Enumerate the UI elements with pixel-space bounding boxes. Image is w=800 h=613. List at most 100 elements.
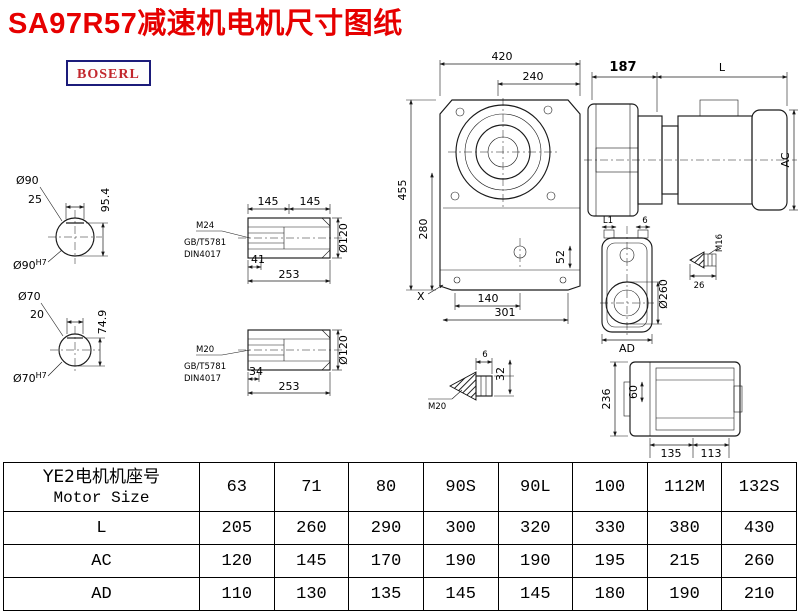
dim-253-upper: 253 — [279, 268, 300, 281]
dim-ad: AD — [619, 342, 635, 355]
dim-280: 280 — [417, 219, 430, 240]
plug-detail-view: 6 32 M20 — [428, 350, 514, 412]
frame-size-col: 90S — [422, 462, 499, 512]
dim-455: 455 — [396, 180, 409, 201]
motor-size-label-cn: YE2电机机座号 — [43, 467, 160, 487]
frame-size-col: 63 — [199, 462, 275, 512]
motor-top-view: 236 60 135 113 — [600, 361, 743, 460]
dim-cell: 190 — [497, 544, 574, 578]
dim-cell: 330 — [572, 511, 648, 545]
dim-cell: 145 — [273, 544, 350, 578]
dim-cell: 190 — [422, 544, 499, 578]
hollow-shaft-lower: Ø120 M20 GB/T5781 DIN4017 34 253 — [184, 329, 350, 396]
frame-size-col: 132S — [721, 462, 797, 512]
bore-90h7-label: Ø90H7 — [13, 258, 47, 272]
dim-cell: 300 — [422, 511, 499, 545]
dim-145-b: 145 — [300, 195, 321, 208]
dim-cell: 430 — [721, 511, 797, 545]
frame-size-col: 90L — [497, 462, 574, 512]
dim-cell: 110 — [199, 577, 275, 611]
dim-6-side: 6 — [642, 216, 647, 226]
dim-41: 41 — [251, 253, 265, 266]
dim-cell: 135 — [348, 577, 424, 611]
frame-size-col: 80 — [348, 462, 424, 512]
dim-135: 135 — [661, 447, 682, 460]
dim-32: 32 — [494, 367, 507, 381]
standard-din4017-lower: DIN4017 — [184, 374, 221, 384]
dim-60: 60 — [627, 385, 640, 399]
frame-size-col: 112M — [646, 462, 723, 512]
dim-95-4: 95.4 — [99, 188, 112, 213]
technical-drawing: 25 Ø90 95.4 Ø90H7 20 Ø70 74.9 — [13, 50, 798, 460]
dim-cell: 320 — [497, 511, 574, 545]
standard-gb5781-lower: GB/T5781 — [184, 362, 226, 372]
dim-cell: 130 — [273, 577, 350, 611]
thread-m16-label: M16 — [715, 234, 725, 252]
dim-145-a: 145 — [258, 195, 279, 208]
frame-size-col: 100 — [572, 462, 648, 512]
dim-cell: 260 — [721, 544, 797, 578]
dim-cell: 195 — [572, 544, 648, 578]
dim-6-plug: 6 — [482, 350, 487, 360]
dim-cell: 215 — [646, 544, 723, 578]
output-side-view: L1 6 Ø260 M16 26 AD — [600, 216, 725, 355]
dim-cell: 380 — [646, 511, 723, 545]
dia-70-label: Ø70 — [18, 290, 41, 303]
dim-ac: AC — [779, 152, 792, 167]
table-row-L: L 205 260 290 300 320 330 380 430 — [3, 511, 797, 545]
dim-253-lower: 253 — [279, 380, 300, 393]
row-label: AC — [3, 544, 200, 578]
bore-70h7-label: Ø70H7 — [13, 371, 47, 385]
motor-size-label-en: Motor Size — [53, 489, 150, 507]
dia-260-label: Ø260 — [657, 279, 670, 309]
dim-240: 240 — [523, 70, 544, 83]
shaft-end-view-lower: 20 Ø70 74.9 Ø70H7 — [13, 290, 109, 385]
dim-25: 25 — [28, 193, 42, 206]
x-mark: X — [417, 290, 425, 303]
motor-size-header-cell: YE2电机机座号 Motor Size — [3, 462, 200, 512]
dim-cell: 170 — [348, 544, 424, 578]
standard-gb5781-upper: GB/T5781 — [184, 238, 226, 248]
thread-m20-label: M20 — [196, 345, 214, 355]
table-header-row: YE2电机机座号 Motor Size 63 71 80 90S 90L 100… — [3, 462, 797, 512]
brand-text: BOSERL — [77, 67, 140, 82]
dim-20: 20 — [30, 308, 44, 321]
dia-120-lower-label: Ø120 — [337, 335, 350, 365]
page-title: SA97R57减速机电机尺寸图纸 — [8, 8, 403, 40]
dim-cell: 180 — [572, 577, 648, 611]
dim-26: 26 — [694, 281, 705, 291]
brand-badge: BOSERL — [66, 60, 151, 86]
row-label: AD — [3, 577, 200, 611]
dim-l1: L1 — [603, 216, 613, 226]
dim-236: 236 — [600, 389, 613, 410]
dim-cell: 145 — [422, 577, 499, 611]
hollow-shaft-upper: 145 145 Ø120 M24 GB/T5781 DIN4017 41 253 — [184, 195, 350, 284]
dim-140: 140 — [478, 292, 499, 305]
dim-cell: 145 — [497, 577, 574, 611]
dim-52: 52 — [554, 250, 567, 264]
dim-l: L — [719, 61, 726, 74]
shaft-end-view-upper: 25 Ø90 95.4 Ø90H7 — [13, 174, 112, 272]
standard-din4017-upper: DIN4017 — [184, 250, 221, 260]
dim-187: 187 — [609, 60, 636, 75]
dim-cell: 290 — [348, 511, 424, 545]
dim-cell: 210 — [721, 577, 797, 611]
row-label: L — [3, 511, 200, 545]
dim-74-9: 74.9 — [96, 310, 109, 335]
motor-side-view: 187 L AC — [584, 60, 798, 217]
dim-cell: 205 — [199, 511, 275, 545]
dim-301: 301 — [495, 306, 516, 319]
dim-cell: 190 — [646, 577, 723, 611]
dia-120-upper-label: Ø120 — [337, 223, 350, 253]
thread-m24-label: M24 — [196, 221, 214, 231]
table-row-AD: AD 110 130 135 145 145 180 190 210 — [3, 577, 797, 611]
thread-m20-plug-label: M20 — [428, 402, 446, 412]
dim-113: 113 — [701, 447, 722, 460]
table-row-AC: AC 120 145 170 190 190 195 215 260 — [3, 544, 797, 578]
frame-size-col: 71 — [273, 462, 350, 512]
front-view-gearbox: 420 240 455 280 52 140 301 X — [396, 50, 581, 324]
dim-cell: 120 — [199, 544, 275, 578]
motor-size-table: YE2电机机座号 Motor Size 63 71 80 90S 90L 100… — [3, 462, 797, 611]
dim-cell: 260 — [273, 511, 350, 545]
